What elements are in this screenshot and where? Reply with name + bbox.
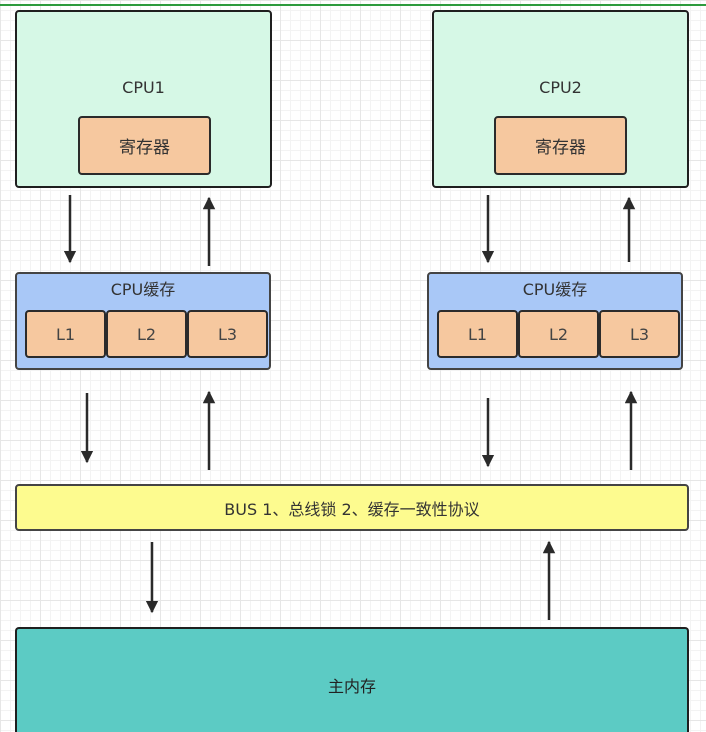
cpu2-title: CPU2: [539, 78, 582, 97]
main-memory-box: 主内存: [15, 627, 689, 732]
cpu2-cache-title: CPU缓存: [522, 280, 588, 299]
bus-box: BUS 1、总线锁 2、缓存一致性协议: [15, 484, 689, 531]
main-memory-label: 主内存: [327, 677, 376, 696]
cpu2-box: CPU2 寄存器: [432, 10, 689, 188]
cpu2-cache-l2: L2: [518, 310, 599, 358]
cpu1-cache-l1: L1: [25, 310, 106, 358]
cpu1-cache-l2: L2: [106, 310, 187, 358]
top-border-line: [0, 4, 706, 6]
bus-label: BUS 1、总线锁 2、缓存一致性协议: [224, 499, 480, 519]
cpu1-box: CPU1 寄存器: [15, 10, 272, 188]
cpu2-cache-box: CPU缓存 L1 L2 L3: [427, 272, 683, 370]
cpu1-title: CPU1: [122, 78, 165, 97]
cpu1-cache-title: CPU缓存: [110, 280, 176, 299]
cpu2-cache-l3: L3: [599, 310, 680, 358]
cpu1-cache-l3: L3: [187, 310, 268, 358]
cpu1-cache-box: CPU缓存 L1 L2 L3: [15, 272, 271, 370]
cpu2-register: 寄存器: [494, 116, 627, 175]
cpu1-register: 寄存器: [78, 116, 211, 175]
cpu2-cache-l1: L1: [437, 310, 518, 358]
